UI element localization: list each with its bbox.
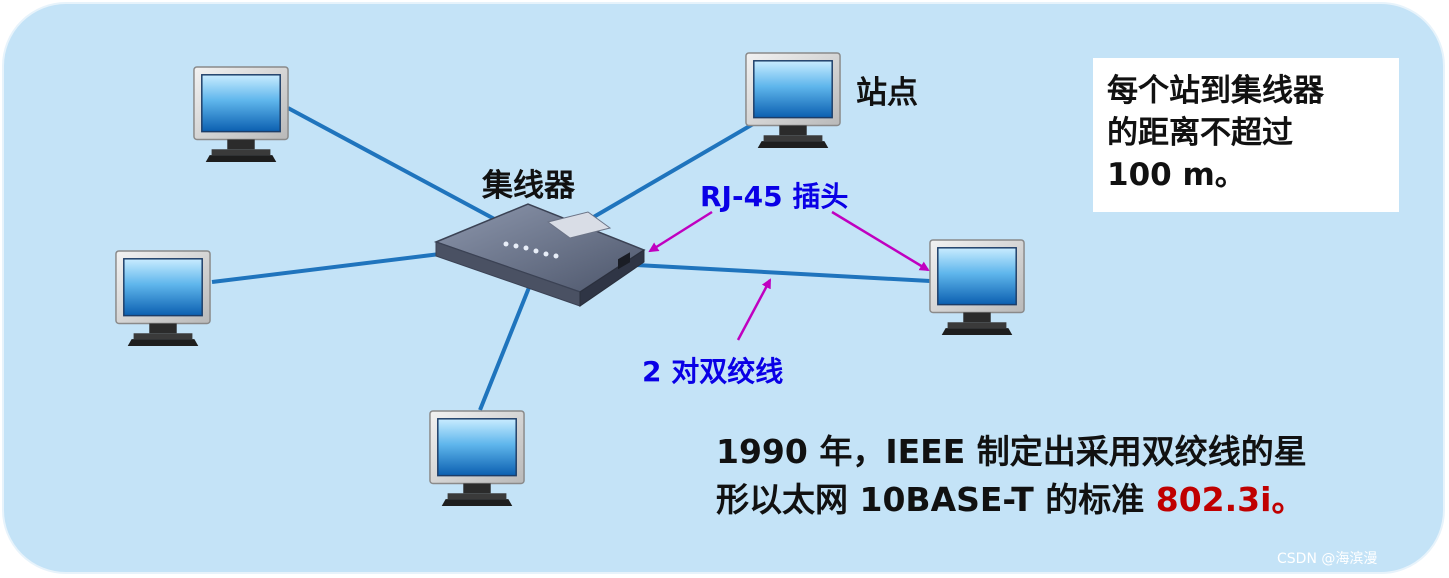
connector-label: RJ-45 插头	[700, 180, 849, 213]
cable-to-top-right-station	[583, 118, 762, 224]
annotation-arrows	[648, 210, 930, 341]
caption-line-1: 1990 年，IEEE 制定出采用双绞线的星	[716, 432, 1307, 471]
note-line: 的距离不超过	[1107, 115, 1293, 151]
cable-to-right-station	[635, 263, 931, 283]
cable-to-top-left-station	[287, 106, 501, 224]
standard-name-highlight: 802.3i。	[1155, 480, 1305, 519]
computer-monitor-icon	[115, 250, 211, 347]
distance-note-box: 每个站到集线器 的距离不超过 100 m。	[1093, 58, 1399, 212]
computer-monitor-icon	[193, 66, 289, 163]
cable-to-left-station	[211, 252, 441, 284]
arrow-to-hub-port	[648, 210, 713, 253]
hub-device-icon	[433, 203, 646, 307]
cable-to-bottom-station	[478, 284, 532, 411]
hub-label: 集线器	[482, 168, 575, 204]
standard-caption: 1990 年，IEEE 制定出采用双绞线的星 形以太网 10BASE-T 的标准…	[716, 428, 1406, 524]
note-line: 每个站到集线器	[1107, 73, 1324, 109]
note-line: 100 m。	[1107, 157, 1246, 193]
cables	[211, 106, 931, 411]
arrow-to-station-port	[831, 210, 930, 272]
cable-label: 2 对双绞线	[642, 355, 784, 388]
station-label: 站点	[856, 75, 918, 111]
caption-line-2-text: 形以太网 10BASE-T 的标准	[716, 480, 1156, 519]
watermark: CSDN @海滨漫	[1277, 551, 1378, 567]
computer-monitor-icon	[429, 410, 525, 507]
computer-monitor-icon	[929, 239, 1025, 336]
arrow-to-cable	[736, 278, 772, 341]
caption-line-2: 形以太网 10BASE-T 的标准 802.3i。	[716, 476, 1406, 524]
computer-monitor-icon	[745, 52, 841, 149]
